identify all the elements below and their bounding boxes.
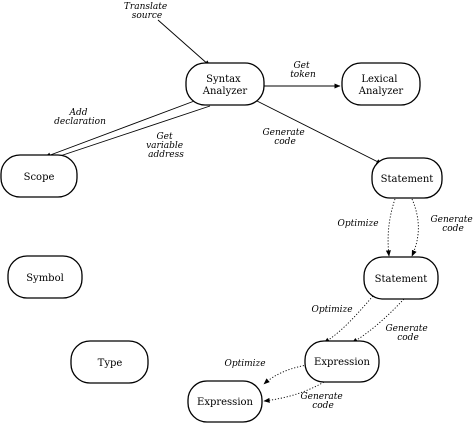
edge-generate-code-2	[411, 198, 419, 257]
edge-translate-source	[157, 19, 211, 67]
label-get-token: Get token	[290, 61, 316, 80]
label-generate-code-2: Generate code	[430, 215, 474, 234]
label-generate-code-3: Generate code	[385, 324, 430, 343]
node-syntax-analyzer: Syntax Analyzer	[185, 62, 265, 106]
node-expression-left: Expression	[187, 380, 263, 423]
node-type: Type	[70, 340, 149, 384]
node-expression-right-label: Expression	[314, 357, 371, 368]
edge-get-variable-address	[47, 105, 211, 161]
node-statement-bottom: Statement	[363, 256, 439, 300]
edge-labels: Translate source Get token Add declarati…	[54, 2, 474, 411]
node-scope-label: Scope	[24, 172, 55, 183]
label-optimize-3: Optimize	[224, 359, 265, 369]
node-symbol-label: Symbol	[26, 273, 64, 284]
node-syntax-analyzer-label: Syntax Analyzer	[202, 74, 248, 97]
label-optimize-1: Optimize	[337, 219, 378, 229]
label-translate-source: Translate source	[124, 2, 170, 21]
edges	[44, 19, 419, 403]
node-lexical-analyzer-label: Lexical Analyzer	[358, 74, 404, 97]
node-lexical-analyzer: Lexical Analyzer	[341, 62, 421, 106]
label-generate-code-1: Generate code	[262, 128, 307, 147]
node-statement-top: Statement	[371, 157, 443, 199]
edge-optimize-2	[323, 295, 374, 344]
node-symbol: Symbol	[7, 255, 83, 299]
label-optimize-2: Optimize	[311, 305, 352, 315]
label-get-variable-address: Get variable address	[146, 132, 186, 160]
node-expression-right: Expression	[304, 340, 380, 383]
edge-add-declaration	[44, 99, 198, 158]
edge-generate-code-1	[256, 100, 383, 165]
edge-optimize-3	[263, 364, 308, 385]
label-generate-code-4: Generate code	[300, 392, 345, 411]
node-expression-left-label: Expression	[197, 397, 254, 408]
nodes: Syntax Analyzer Lexical Analyzer Scope S…	[0, 62, 443, 423]
label-add-declaration: Add declaration	[54, 108, 106, 127]
edge-optimize-1	[385, 198, 396, 257]
node-statement-bottom-label: Statement	[375, 274, 428, 285]
edge-generate-code-3	[351, 298, 405, 344]
node-scope: Scope	[0, 154, 78, 198]
node-statement-top-label: Statement	[381, 174, 434, 185]
node-type-label: Type	[98, 358, 123, 369]
